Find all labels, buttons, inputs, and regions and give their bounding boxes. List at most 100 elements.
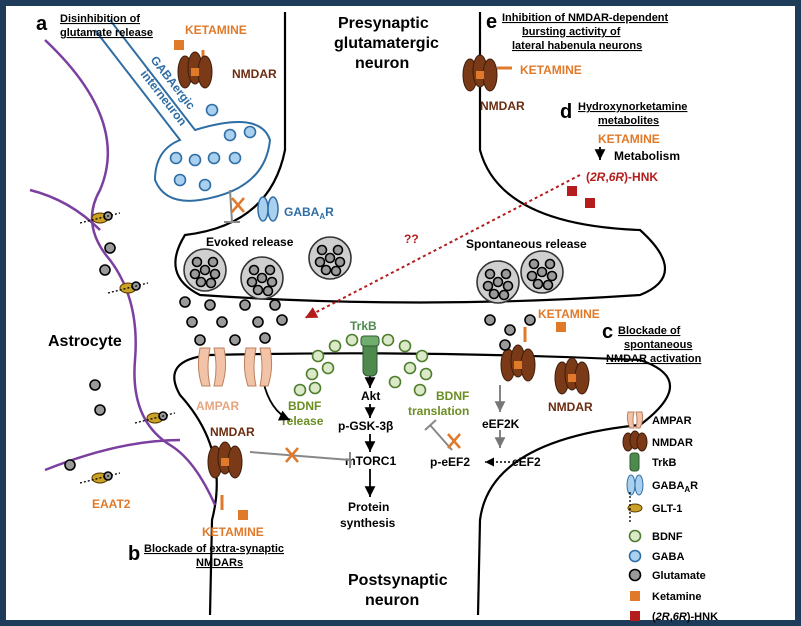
bdnf-release-label-2: release bbox=[282, 414, 324, 428]
vesicle-evoked-2-glutamate-0 bbox=[248, 264, 260, 276]
ampar-label: AMPAR bbox=[196, 399, 239, 413]
released-glutamate-10 bbox=[259, 332, 271, 344]
vesicle-evoked-2-glutamate-1 bbox=[264, 264, 276, 276]
released-glutamate-2 bbox=[239, 299, 251, 311]
bdnf-translation-label-2: translation bbox=[408, 404, 469, 418]
akt-label: Akt bbox=[361, 389, 380, 403]
gaba-vesicle-5 bbox=[207, 151, 221, 165]
gaba-vesicle-3 bbox=[169, 151, 183, 165]
bdnf-molecule-7 bbox=[321, 361, 335, 375]
astrocyte-transporter-2-flux bbox=[107, 282, 149, 294]
peef2-label: p-eEF2 bbox=[430, 455, 470, 469]
legend-icon-bdnf bbox=[628, 529, 642, 543]
gaba-vesicle-1 bbox=[223, 128, 237, 142]
section-c-title-2: spontaneous bbox=[624, 339, 692, 351]
vesicle-presynaptic-glutamate-1 bbox=[332, 244, 344, 256]
legend-icon-gaba bbox=[628, 549, 642, 563]
letter-b: b bbox=[128, 543, 140, 565]
ketamine-molecule-c bbox=[556, 322, 566, 332]
nmdar-b bbox=[207, 441, 243, 479]
cross-mtorc1 bbox=[285, 447, 299, 463]
vesicle-spontaneous-1-glutamate-3 bbox=[492, 276, 504, 288]
vesicle-evoked-2-glutamate-4 bbox=[266, 276, 278, 288]
vesicle-spontaneous-1-glutamate-5 bbox=[488, 288, 500, 300]
gabaar-label: GABAAR bbox=[284, 205, 334, 221]
legend-icon-gabaar-b bbox=[634, 474, 644, 496]
released-glutamate-1 bbox=[204, 299, 216, 311]
pgsk-label: p-GSK-3β bbox=[338, 419, 393, 433]
eef2-label: eEF2 bbox=[512, 455, 541, 469]
legend-label-5: BDNF bbox=[652, 531, 683, 543]
released-glutamate-0 bbox=[179, 296, 191, 308]
vesicle-evoked-1-glutamate-3 bbox=[199, 264, 211, 276]
ketamine-molecule-b bbox=[238, 510, 248, 520]
nmdar-e bbox=[462, 54, 498, 92]
section-e-title-1: Inhibition of NMDAR-dependent bbox=[502, 12, 669, 24]
released-glutamate-13 bbox=[524, 314, 536, 326]
gabaar-receptor bbox=[257, 196, 279, 222]
cross-bdnf bbox=[447, 433, 461, 449]
evoked-release-label: Evoked release bbox=[206, 235, 294, 249]
bdnf-molecule-13 bbox=[388, 375, 402, 389]
legend-icon-gabaar-a bbox=[626, 474, 636, 496]
eef2k-label: eEF2K bbox=[482, 417, 520, 431]
section-c-title-3: NMDAR activation bbox=[606, 353, 702, 365]
eaat2-label: EAAT2 bbox=[92, 497, 131, 511]
released-glutamate-8 bbox=[194, 334, 206, 346]
vesicle-evoked-1-glutamate-5 bbox=[195, 276, 207, 288]
gaba-vesicle-0 bbox=[205, 103, 219, 117]
released-glutamate-5 bbox=[216, 316, 228, 328]
released-glutamate-4 bbox=[186, 316, 198, 328]
legend-label-4: GLT-1 bbox=[652, 503, 682, 515]
vesicle-presynaptic-glutamate-6 bbox=[330, 265, 342, 277]
vesicle-presynaptic-glutamate-3 bbox=[324, 252, 336, 264]
extracellular-glutamate-1 bbox=[89, 379, 101, 391]
ketamine-label-a: KETAMINE bbox=[185, 23, 247, 37]
vesicle-spontaneous-2-glutamate-1 bbox=[544, 258, 556, 270]
astrocyte-transporter-1-flux bbox=[79, 212, 121, 224]
vesicle-spontaneous-1-glutamate-2 bbox=[482, 280, 494, 292]
vesicle-evoked-2-glutamate-5 bbox=[252, 284, 264, 296]
section-a-title-2: glutamate release bbox=[60, 27, 153, 39]
section-b-title-1: Blockade of extra-synaptic bbox=[144, 543, 284, 555]
released-glutamate-14 bbox=[499, 339, 511, 351]
legend-icon-glt-1 bbox=[627, 503, 643, 513]
postsynaptic-membrane bbox=[173, 352, 671, 616]
section-d-title-1: Hydroxynorketamine bbox=[578, 101, 687, 113]
hnk-label: (2R,6R)-HNK bbox=[586, 170, 658, 184]
legend-icon-ampar-b bbox=[635, 411, 644, 429]
legend-label-8: Ketamine bbox=[652, 591, 702, 603]
legend-label-2: TrkB bbox=[652, 457, 677, 469]
nmdar-c-blocked bbox=[500, 344, 536, 382]
extracellular-glutamate-4 bbox=[94, 404, 106, 416]
released-glutamate-11 bbox=[484, 314, 496, 326]
vesicle-spontaneous-2-glutamate-5 bbox=[532, 278, 544, 290]
ampar-right-1 bbox=[259, 347, 273, 387]
vesicle-spontaneous-2-glutamate-6 bbox=[542, 279, 554, 291]
ketamine-label-d: KETAMINE bbox=[598, 132, 660, 146]
presynaptic-membrane bbox=[174, 12, 666, 304]
extracellular-glutamate-0 bbox=[99, 264, 111, 276]
vesicle-spontaneous-1-glutamate-0 bbox=[484, 268, 496, 280]
nmdar-mtorc1-inhibition bbox=[249, 451, 351, 461]
astrocyte-transporter-4-flux bbox=[79, 472, 121, 484]
spontaneous-release-label: Spontaneous release bbox=[466, 237, 587, 251]
section-e-title-3: lateral habenula neurons bbox=[512, 40, 642, 52]
ampar-left-1 bbox=[243, 347, 257, 387]
gaba-vesicle-2 bbox=[243, 125, 257, 139]
vesicle-evoked-2-glutamate-3 bbox=[256, 272, 268, 284]
released-glutamate-12 bbox=[504, 324, 516, 336]
nmdar-label-b: NMDAR bbox=[210, 425, 255, 439]
bdnf-molecule-4 bbox=[398, 339, 412, 353]
postsynaptic-label-1: Postsynaptic bbox=[348, 572, 448, 589]
bdnf-molecule-5 bbox=[415, 349, 429, 363]
astrocyte-transporter-3-flux bbox=[134, 412, 176, 424]
vesicle-spontaneous-2-glutamate-4 bbox=[546, 270, 558, 282]
bdnf-molecule-6 bbox=[305, 367, 319, 381]
bdnf-molecule-10 bbox=[293, 383, 307, 397]
vesicle-presynaptic-glutamate-2 bbox=[314, 256, 326, 268]
vesicle-spontaneous-2-glutamate-3 bbox=[536, 266, 548, 278]
section-c-title-1: Blockade of bbox=[618, 325, 681, 337]
vesicle-evoked-2-glutamate-6 bbox=[262, 285, 274, 297]
